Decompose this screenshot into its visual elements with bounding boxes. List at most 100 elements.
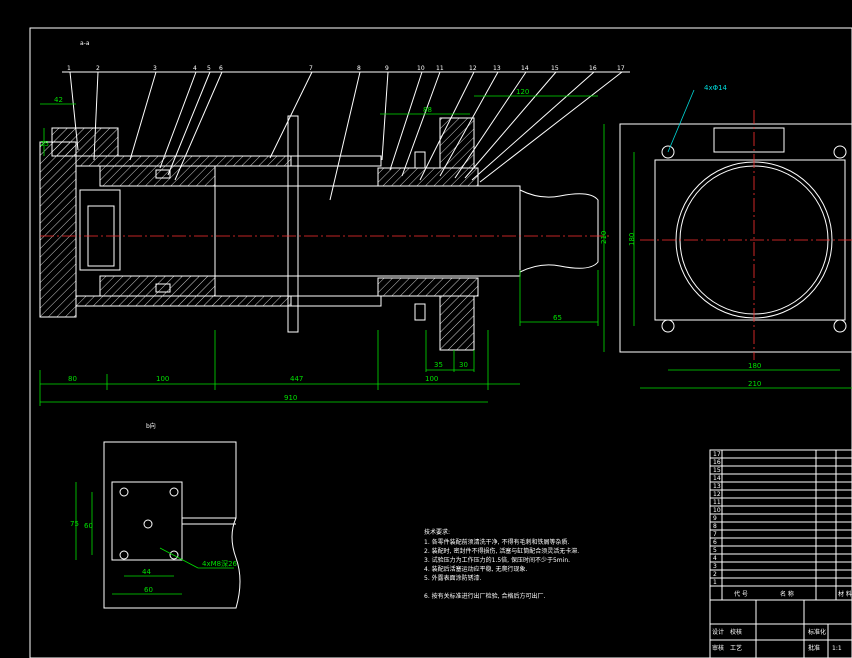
piston-top xyxy=(99,165,216,187)
row-number: 10 xyxy=(713,507,721,514)
guide-flange-bottom xyxy=(439,295,475,351)
row-number: 14 xyxy=(713,475,721,482)
part-leaders xyxy=(62,71,630,201)
row-number: 6 xyxy=(713,539,717,546)
barrel-bottom-right xyxy=(290,295,382,307)
tech-line: 3. 试验压力为工作压力的1.5倍, 保压时间不少于5min. xyxy=(424,556,570,564)
mount-plate xyxy=(287,115,299,333)
tech-line: 1. 各零件装配前须清洗干净, 不得有毛刺和铁屑等杂质. xyxy=(424,538,569,546)
row-number: 7 xyxy=(713,531,717,538)
tb-cell: 工艺 xyxy=(730,644,742,652)
tb-scale: 1:1 xyxy=(832,645,842,652)
dim-44: 44 xyxy=(142,568,151,576)
dim-120: 120 xyxy=(516,88,529,96)
bolt-hole xyxy=(833,145,847,159)
row-number: 4 xyxy=(713,555,717,562)
dim-80: 80 xyxy=(68,375,77,383)
drawing-frame xyxy=(29,27,852,658)
seal-4 xyxy=(414,303,426,321)
end-cap xyxy=(39,141,77,318)
part-label: 12 xyxy=(469,65,477,72)
piston-head xyxy=(79,189,121,271)
main-section-view: a-a xyxy=(39,40,630,406)
tb-cell: 审核 xyxy=(712,644,724,652)
detail-view: b向 75 60 44 60 4xM8深26 xyxy=(70,422,241,609)
header-code: 代 号 xyxy=(734,590,748,598)
end-cap-lug xyxy=(51,127,119,157)
flange-holes-note: 4xΦ14 xyxy=(704,84,728,92)
tb-cell: 设计 xyxy=(712,628,724,636)
dim-60-horizontal: 60 xyxy=(144,586,153,594)
flange-outline xyxy=(619,123,852,353)
part-label: 7 xyxy=(309,65,313,72)
tech-line: 2. 装配时, 密封件不得损伤, 活塞与缸筒配合须灵活无卡滞. xyxy=(424,547,579,555)
tech-line: 5. 外露表面涂防锈漆. xyxy=(424,574,482,582)
part-number-labels: 1 2 3 4 5 6 7 8 9 10 11 12 13 14 15 16 1… xyxy=(67,65,625,72)
row-number: 17 xyxy=(713,451,721,458)
bolt-hole xyxy=(661,319,675,333)
row-number: 11 xyxy=(713,499,721,506)
row-number: 13 xyxy=(713,483,721,490)
part-label: 1 xyxy=(67,65,71,72)
flange-boss xyxy=(713,127,785,153)
part-label: 4 xyxy=(193,65,197,72)
tap-hole xyxy=(143,519,153,529)
seal-2 xyxy=(155,283,171,293)
row-number: 12 xyxy=(713,491,721,498)
parts-list-grid xyxy=(710,450,852,658)
tap-hole xyxy=(119,550,129,560)
flange-side-view: 4xΦ14 210 180 180 210 xyxy=(600,84,852,389)
dim-180-vertical: 180 xyxy=(628,233,636,246)
part-label: 15 xyxy=(551,65,559,72)
tech-line: 4. 装配后活塞运动应平稳, 无爬行现象. xyxy=(424,565,527,573)
row-number: 16 xyxy=(713,459,721,466)
dim-100b: 100 xyxy=(425,375,438,383)
part-label: 2 xyxy=(96,65,100,72)
guide-bush-top xyxy=(377,167,479,187)
part-label: 11 xyxy=(436,65,444,72)
row-number: 2 xyxy=(713,571,717,578)
bolt-hole xyxy=(661,145,675,159)
dim-25: 25 xyxy=(40,140,49,148)
tap-hole xyxy=(169,550,179,560)
seal-3 xyxy=(414,151,426,169)
tech-line: 6. 按有关标准进行出厂检验, 合格后方可出厂. xyxy=(424,592,545,600)
dim-447: 447 xyxy=(290,375,303,383)
detail-plate xyxy=(103,441,241,609)
dim-65: 65 xyxy=(553,314,562,322)
row-number: 3 xyxy=(713,563,717,570)
detail-holes-note: 4xM8深26 xyxy=(202,559,238,568)
dim-75: 75 xyxy=(70,520,79,528)
header-material: 材 料 xyxy=(838,590,852,598)
dim-180-horizontal: 180 xyxy=(748,362,761,370)
dim-210-vertical: 210 xyxy=(600,231,608,244)
guide-bush-bottom xyxy=(377,277,479,297)
tb-cell: 校核 xyxy=(730,628,742,636)
title-block: 17 16 15 14 13 12 11 10 9 8 7 6 5 4 3 2 … xyxy=(709,449,852,658)
barrel-top-right xyxy=(290,155,382,167)
row-number: 15 xyxy=(713,467,721,474)
piston-bottom xyxy=(99,275,216,297)
part-label: 17 xyxy=(617,65,625,72)
row-number: 8 xyxy=(713,523,717,530)
part-label: 10 xyxy=(417,65,425,72)
dim-30: 30 xyxy=(459,361,468,369)
piston-rod xyxy=(214,185,521,277)
dim-88: 88 xyxy=(423,106,432,114)
part-label: 6 xyxy=(219,65,223,72)
row-number: 9 xyxy=(713,515,717,522)
part-label: 5 xyxy=(207,65,211,72)
view-label-detail: b向 xyxy=(146,422,156,430)
technical-requirements: 技术要求: 1. 各零件装配前须清洗干净, 不得有毛刺和铁屑等杂质. 2. 装配… xyxy=(424,528,579,600)
part-label: 8 xyxy=(357,65,361,72)
part-label: 16 xyxy=(589,65,597,72)
part-label: 3 xyxy=(153,65,157,72)
parts-list-row-numbers: 17 16 15 14 13 12 11 10 9 8 7 6 5 4 3 2 … xyxy=(713,451,721,586)
rod-end xyxy=(519,189,599,273)
tech-heading: 技术要求: xyxy=(424,528,450,536)
dim-100a: 100 xyxy=(156,375,169,383)
tb-cell: 标准化 xyxy=(808,628,826,636)
bolt-hole xyxy=(833,319,847,333)
dim-210-horizontal: 210 xyxy=(748,380,761,388)
